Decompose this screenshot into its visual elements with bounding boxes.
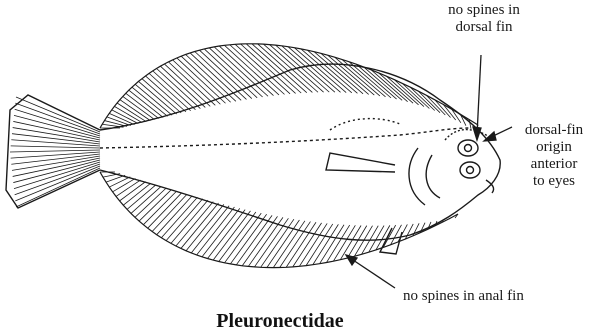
- origin-label-line1: dorsal-fin: [507, 122, 601, 139]
- anal-fin-label: no spines in anal fin: [403, 288, 524, 305]
- caudal-fin-ray: [11, 154, 100, 164]
- dorsal-fin-ray: [241, 44, 296, 93]
- dorsal-fin-ray: [321, 53, 369, 94]
- dorsal-fin-ray: [301, 49, 352, 93]
- dorsal-fin-label-line2: dorsal fin: [424, 19, 544, 36]
- upper-eye: [458, 140, 478, 156]
- lateral-line-arch: [330, 119, 400, 130]
- body-outline: [100, 64, 500, 240]
- lower-pupil: [467, 167, 474, 174]
- anal-fin-ray: [286, 222, 316, 267]
- dorsal-fin-ray: [235, 44, 290, 94]
- dorsal-fin-ray: [288, 47, 341, 93]
- anal-fin-ray: [113, 178, 136, 191]
- dorsal-fin-ray: [258, 44, 313, 93]
- lower-eye: [460, 162, 480, 178]
- dorsal-fin-ray: [142, 79, 181, 113]
- anal-fin-ray: [299, 223, 327, 266]
- dorsal-fin-ray: [264, 44, 318, 92]
- operculum: [409, 148, 425, 205]
- fins: [10, 44, 478, 268]
- anal-fin-ray: [127, 185, 156, 210]
- anal-fin-ray: [131, 186, 161, 213]
- caudal-fin-ray: [11, 140, 100, 146]
- anal-fin-ray: [326, 225, 349, 262]
- anal-fin-ray: [123, 183, 150, 205]
- dorsal-fin-ray: [112, 110, 139, 124]
- dorsal-fin-ray: [168, 62, 215, 105]
- dorsal-fin-ray: [230, 45, 285, 95]
- dorsal-fin-ray: [328, 55, 375, 95]
- dorsal-fin-ray: [402, 83, 429, 108]
- pectoral-fin: [326, 153, 395, 172]
- caudal-fin-ray: [12, 134, 100, 144]
- dorsal-fin-ray: [149, 73, 191, 110]
- dorsal-fin-ray: [123, 96, 155, 119]
- caudal-fin-ray: [11, 152, 100, 158]
- nostril: [445, 130, 488, 140]
- caudal-fin-ray: [16, 168, 100, 207]
- family-title: Pleuronectidae: [130, 310, 430, 332]
- anal-fin-ray: [109, 177, 130, 187]
- dorsal-fin-ray: [177, 58, 226, 103]
- dorsal-fin-ray: [114, 106, 142, 122]
- anal-fin-ray: [143, 191, 176, 225]
- caudal-fin-ray: [15, 109, 100, 136]
- anal-fin-ray: [340, 226, 361, 260]
- anal-fin-ray: [152, 194, 187, 231]
- dorsal-fin-ray: [276, 45, 330, 92]
- anal-fin-ray: [267, 220, 299, 268]
- dorsal-fin-ray: [349, 62, 391, 98]
- anal-fin-ray: [157, 196, 193, 235]
- caudal-fin-ray: [11, 146, 100, 148]
- dorsal-fin-ray: [164, 64, 210, 106]
- dorsal-fin-ray: [120, 100, 150, 121]
- anal-fin-ray: [280, 222, 311, 268]
- dorsal-callout-line: [477, 55, 481, 135]
- lateral-line: [100, 128, 470, 148]
- anal-callout-line: [350, 258, 395, 288]
- dorsal-fin-ray: [294, 48, 346, 93]
- dorsal-callout-arrowhead: [473, 127, 481, 140]
- dorsal-fin-origin-label: dorsal-fin origin anterior to eyes: [507, 122, 601, 190]
- upper-pupil: [465, 145, 472, 152]
- anal-fin-ray: [166, 199, 203, 241]
- anal-fin-ray: [261, 219, 294, 267]
- anal-fin: [100, 172, 458, 268]
- origin-label-line3: anterior: [507, 156, 601, 173]
- dorsal-fin-ray: [410, 87, 435, 110]
- dorsal-fin-ray: [181, 56, 231, 102]
- anal-fin-ray: [148, 193, 182, 228]
- dorsal-fin-ray: [282, 46, 335, 92]
- dorsal-fin-ray: [394, 80, 424, 107]
- anal-fin-ray: [320, 225, 344, 264]
- caudal-fin-ray: [15, 103, 100, 134]
- dorsal-fin-ray: [173, 60, 221, 104]
- dorsal-fin-ray: [153, 71, 196, 110]
- origin-callout-arrowhead: [484, 132, 496, 141]
- caudal-fin-ray: [10, 150, 100, 152]
- anal-fin-ray: [161, 197, 197, 237]
- dorsal-fin-ray: [145, 76, 185, 112]
- origin-label-line2: origin: [507, 139, 601, 156]
- anal-fin-ray: [333, 225, 355, 261]
- dorsal-fin-label-line1: no spines in: [424, 2, 544, 19]
- origin-label-line4: to eyes: [507, 173, 601, 190]
- dorsal-fin-ray: [335, 57, 380, 96]
- gill-cover: [426, 155, 440, 198]
- dorsal-fin-label: no spines in dorsal fin: [424, 2, 544, 36]
